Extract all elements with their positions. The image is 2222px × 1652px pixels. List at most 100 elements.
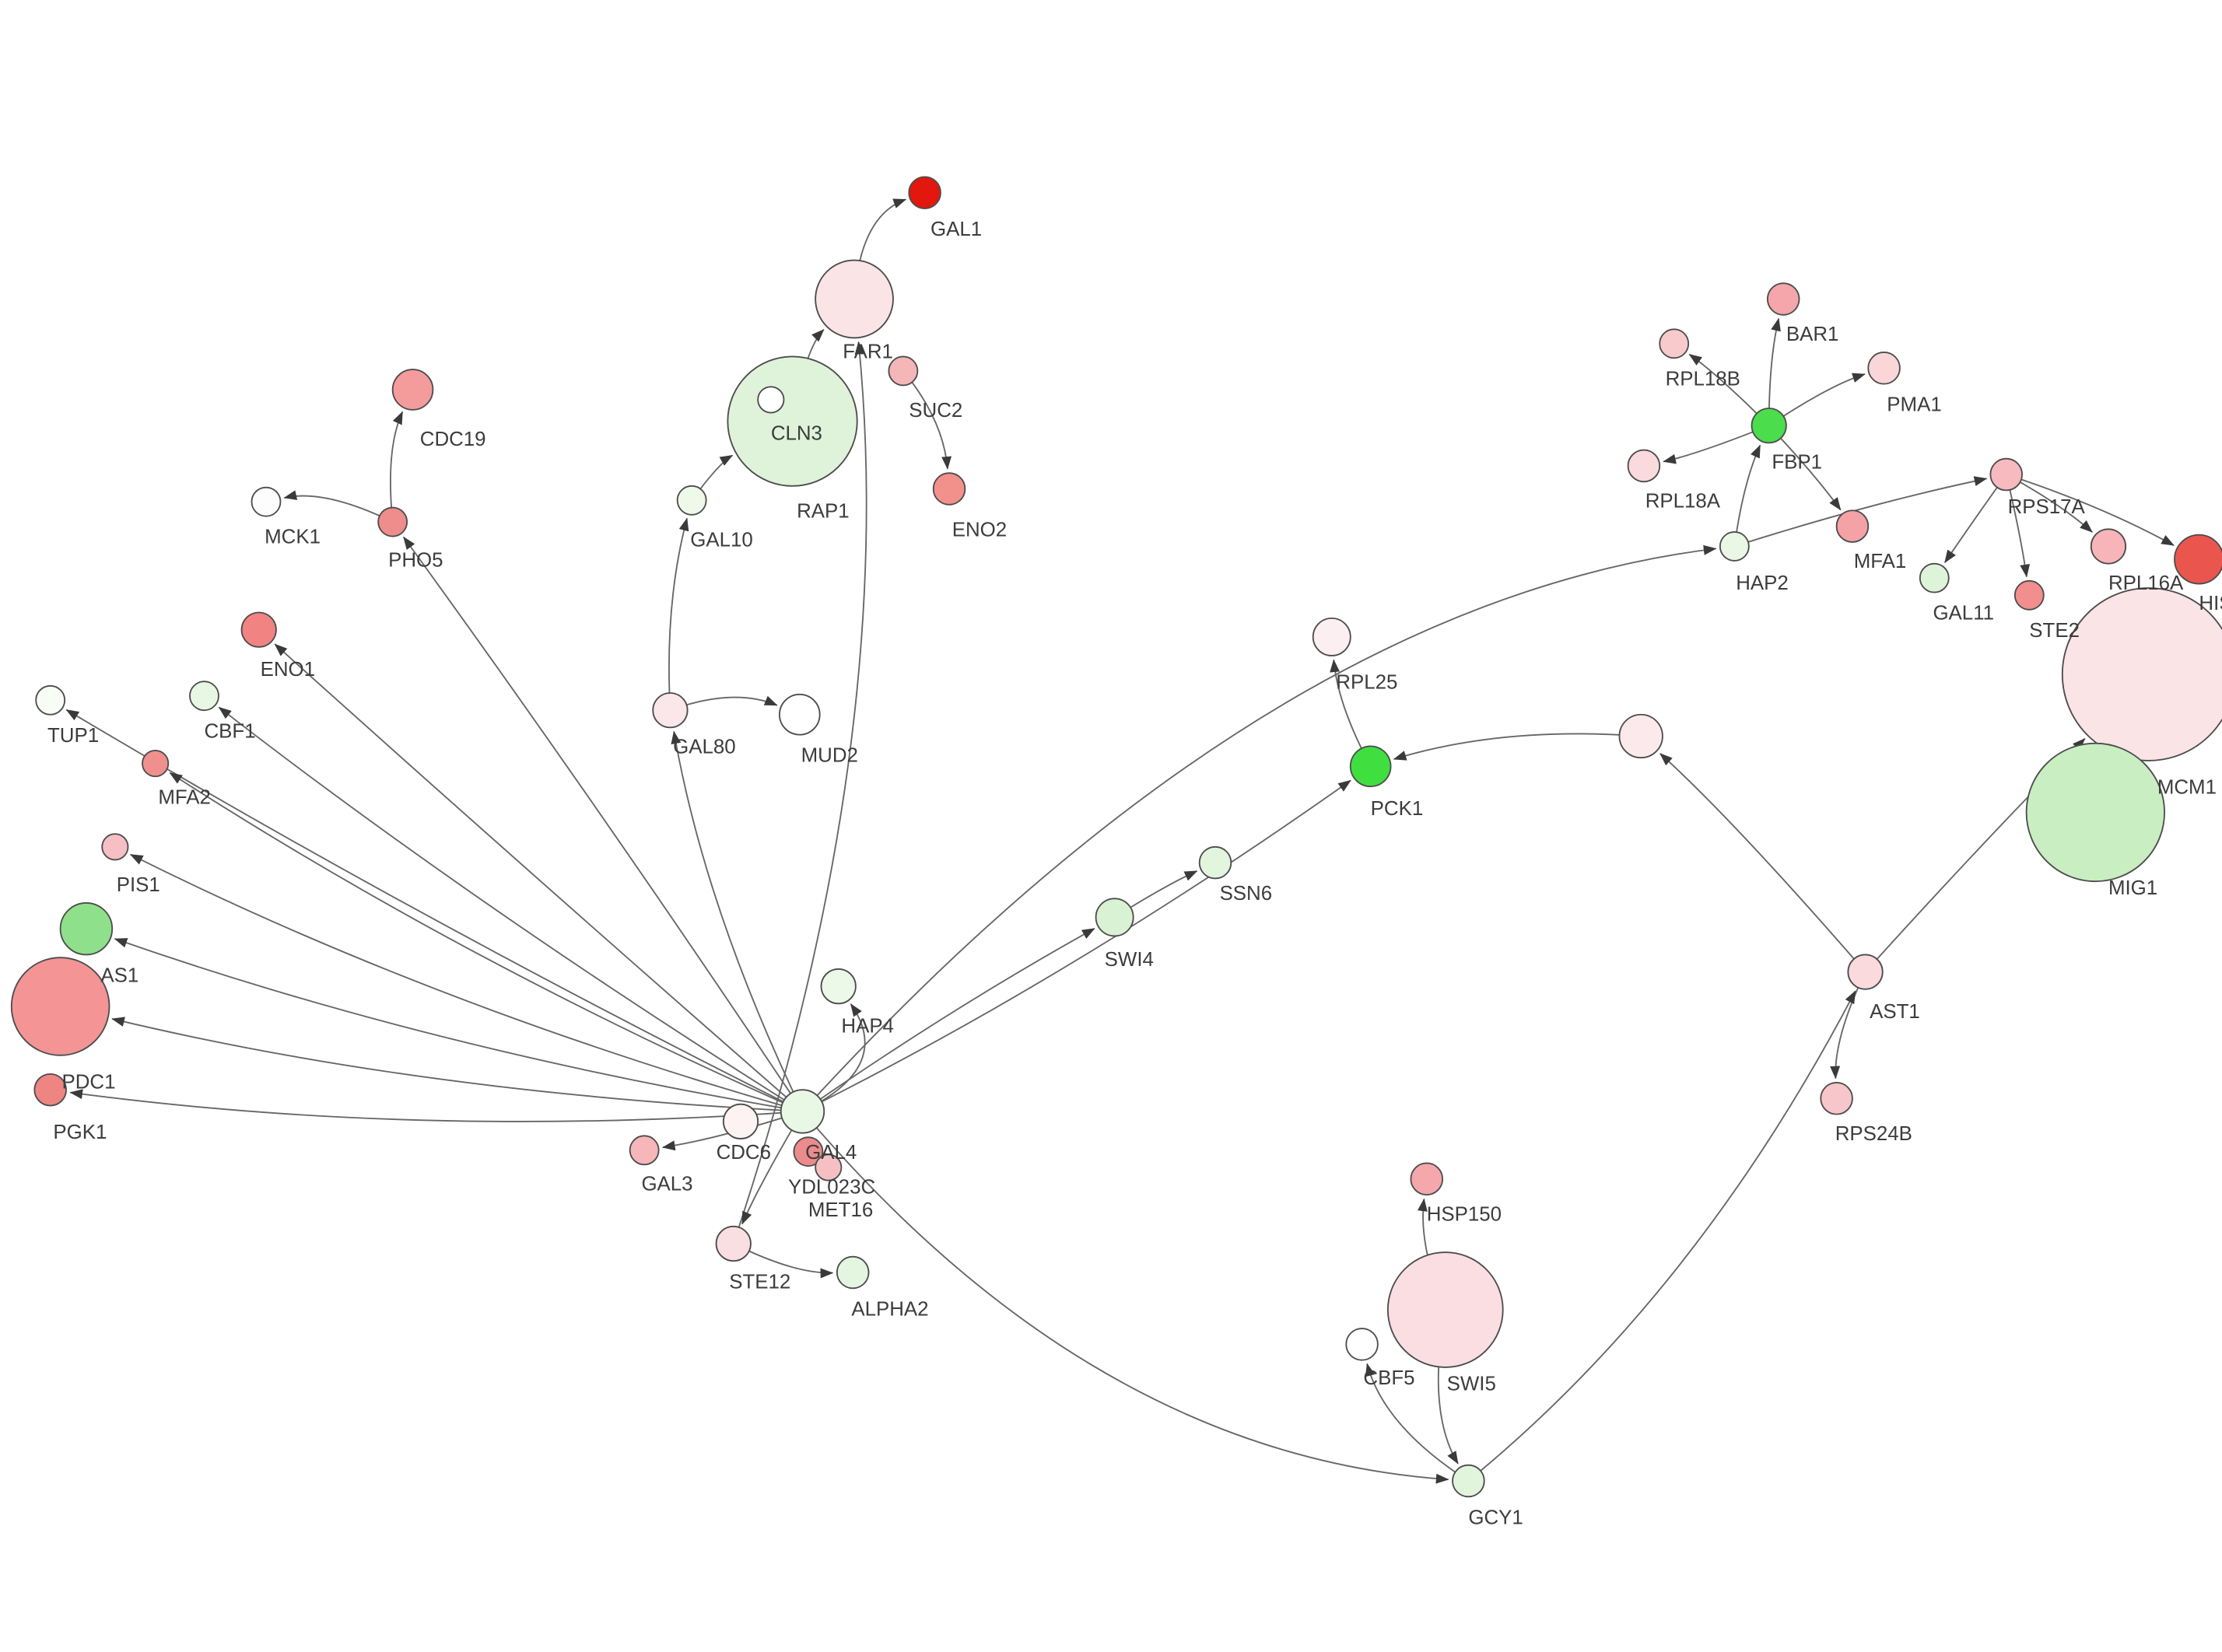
node-RPS17A[interactable]: [1989, 457, 2023, 492]
node-label-GCY1: GCY1: [1468, 1507, 1523, 1528]
edge-GAL4-HAP2[interactable]: [801, 544, 1717, 1112]
node-HSP150[interactable]: [1410, 1162, 1444, 1196]
node-PDC1[interactable]: [10, 957, 110, 1056]
node-label-PCK1: PCK1: [1371, 798, 1424, 820]
edge-GAL4-PCK1[interactable]: [802, 779, 1351, 1112]
node-RPL18A[interactable]: [1627, 449, 1661, 483]
node-CDC6[interactable]: [722, 1103, 759, 1139]
node-YDL023C[interactable]: [793, 1136, 824, 1167]
node-PIS1[interactable]: [101, 833, 129, 861]
node-RPL18B[interactable]: [1659, 328, 1690, 359]
node-label-CLN3: CLN3: [771, 423, 822, 445]
node-label-BAR1: BAR1: [1786, 324, 1839, 345]
node-GCY1[interactable]: [1452, 1464, 1485, 1498]
node-MET16[interactable]: [815, 1153, 843, 1181]
node-SWI4[interactable]: [1095, 898, 1134, 937]
node-RPS24B[interactable]: [1820, 1082, 1853, 1115]
node-MCK1[interactable]: [251, 486, 282, 517]
node-label-SSN6: SSN6: [1220, 883, 1273, 905]
node-label-GAL3: GAL3: [641, 1174, 692, 1195]
edge-GAL4-AS1[interactable]: [114, 938, 803, 1112]
node-ENO2[interactable]: [932, 472, 966, 506]
node-BAR1[interactable]: [1766, 282, 1800, 316]
node-label-MUD2: MUD2: [801, 745, 858, 767]
node-MIG1[interactable]: [2025, 742, 2165, 883]
node-RPL25[interactable]: [1312, 617, 1351, 656]
edge-GAL4-TUP1[interactable]: [65, 709, 803, 1112]
node-label-RAP1: RAP1: [797, 500, 850, 522]
node-label-STE12: STE12: [729, 1271, 790, 1293]
node-CBF1[interactable]: [189, 681, 219, 712]
edge-UNNAMED-PCK1[interactable]: [1393, 733, 1642, 761]
node-label-FBP1: FBP1: [1772, 452, 1822, 474]
node-AST1[interactable]: [1847, 954, 1884, 990]
node-SSN6[interactable]: [1198, 845, 1232, 880]
node-FBP1[interactable]: [1751, 408, 1787, 444]
node-PMA1[interactable]: [1867, 351, 1901, 385]
node-CBF5[interactable]: [1345, 1328, 1379, 1361]
node-label-CDC19: CDC19: [420, 429, 486, 450]
node-label-ENO1: ENO1: [261, 659, 315, 681]
node-label-RPS24B: RPS24B: [1835, 1123, 1912, 1145]
node-GAL11[interactable]: [1919, 562, 1950, 593]
edge-HAP2-RPS17A[interactable]: [1734, 476, 1988, 548]
edge-GCY1-CBF5[interactable]: [1365, 1363, 1469, 1482]
edge-GCY1-AST1[interactable]: [1467, 990, 1856, 1482]
node-ENO1[interactable]: [240, 611, 277, 648]
edge-GAL4-CBF1[interactable]: [218, 706, 803, 1112]
node-SWI5[interactable]: [1386, 1251, 1504, 1368]
node-label-PHO5: PHO5: [388, 549, 443, 571]
node-HAP4[interactable]: [820, 968, 857, 1005]
node-AS1[interactable]: [59, 901, 114, 956]
node-label-CDC6: CDC6: [717, 1142, 771, 1164]
edge-GAL4-PHO5[interactable]: [403, 536, 804, 1112]
edge-GAL4-ENO1[interactable]: [274, 643, 804, 1112]
node-GAL10[interactable]: [676, 485, 707, 516]
labels-layer: GAL1FAR1SUC2CLN3RAP1ENO2GAL10CDC19MCK1PH…: [47, 219, 2222, 1528]
edge-GAL80-GAL10[interactable]: [668, 517, 689, 711]
node-label-MFA2: MFA2: [158, 786, 211, 808]
edge-GAL4-GCY1[interactable]: [801, 1111, 1449, 1484]
node-MFA2[interactable]: [142, 750, 170, 778]
node-ALPHA2[interactable]: [836, 1255, 870, 1290]
node-MFA1[interactable]: [1835, 509, 1870, 543]
node-SUC2[interactable]: [888, 355, 919, 387]
edge-GAL4-GAL80[interactable]: [671, 730, 804, 1112]
node-label-ENO2: ENO2: [952, 520, 1007, 541]
edge-HAP2-FBP1[interactable]: [1733, 444, 1761, 547]
node-label-GAL1: GAL1: [931, 219, 982, 240]
node-PCK1[interactable]: [1349, 745, 1392, 788]
node-HAP2[interactable]: [1719, 531, 1750, 562]
node-label-PIS1: PIS1: [117, 874, 160, 896]
node-STE2[interactable]: [2013, 579, 2045, 611]
node-CDC19[interactable]: [391, 369, 434, 411]
node-PGK1[interactable]: [33, 1073, 67, 1107]
node-FAR1[interactable]: [815, 259, 894, 339]
node-MCM1[interactable]: [2061, 587, 2222, 761]
edge-AST1-UNNAMED[interactable]: [1659, 753, 1866, 973]
edge-GAL4-PIS1[interactable]: [129, 853, 803, 1112]
edge-PHO5-CDC19[interactable]: [389, 411, 404, 523]
edge-GAL4-PGK1[interactable]: [69, 1089, 803, 1122]
edge-GAL4-HAP4[interactable]: [802, 1003, 866, 1112]
node-CLN3[interactable]: [727, 355, 858, 487]
edge-PHO5-MCK1[interactable]: [283, 490, 394, 523]
edge-GAL4-PDC1[interactable]: [111, 1017, 803, 1112]
node-UNNAMED[interactable]: [1618, 713, 1663, 759]
node-HIS4[interactable]: [2174, 534, 2222, 585]
edge-RPS17A-HIS4[interactable]: [2006, 474, 2175, 547]
node-GAL80[interactable]: [652, 692, 689, 729]
node-GAL4[interactable]: [780, 1089, 825, 1134]
node-RAP1[interactable]: [757, 386, 785, 414]
node-label-MCM1: MCM1: [2157, 776, 2217, 798]
node-STE12[interactable]: [715, 1225, 752, 1262]
node-GAL3[interactable]: [629, 1135, 660, 1166]
edge-GAL4-SWI4[interactable]: [801, 927, 1095, 1112]
node-PHO5[interactable]: [377, 506, 408, 537]
edge-GAL4-MFA2[interactable]: [169, 772, 803, 1112]
node-RPL16A[interactable]: [2090, 528, 2127, 565]
node-MUD2[interactable]: [778, 693, 821, 736]
node-GAL1[interactable]: [908, 176, 941, 209]
node-TUP1[interactable]: [35, 684, 66, 716]
